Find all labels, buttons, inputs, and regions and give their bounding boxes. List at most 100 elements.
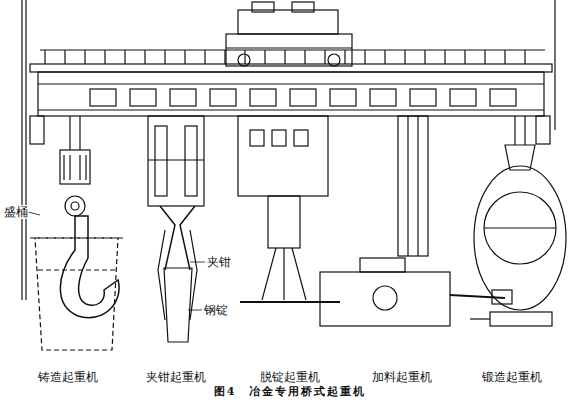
railing-post xyxy=(324,50,325,64)
crane-name: 脱锭起重机 xyxy=(259,370,321,384)
railing-post xyxy=(244,50,245,64)
forging-crane-part xyxy=(514,116,515,145)
bridge-girder-part xyxy=(38,72,544,116)
building-wall-part xyxy=(25,0,26,300)
railing-post xyxy=(504,50,505,64)
bridge-girder-part xyxy=(40,49,545,50)
casting-crane-part xyxy=(30,237,124,238)
forging-crane xyxy=(470,116,566,326)
stripper-crane-part xyxy=(250,130,264,146)
stripper-crane-part xyxy=(268,196,300,248)
crane-trolley-part xyxy=(252,2,274,12)
bridge-girder-part xyxy=(30,116,44,144)
railing-post xyxy=(84,50,85,64)
tong-crane xyxy=(148,116,205,342)
casting-crane-part xyxy=(85,155,86,180)
railing-post xyxy=(144,50,145,64)
crane-trolley-part xyxy=(328,54,340,66)
casting-crane-part xyxy=(69,116,70,150)
railing-post xyxy=(404,50,405,64)
bridge-girder xyxy=(30,50,552,144)
figure-caption: 图4 冶金专用桥式起重机 xyxy=(213,385,368,398)
part-label: 盛桶 xyxy=(3,205,29,219)
charging-crane-part xyxy=(398,116,428,256)
tong-crane-part xyxy=(148,116,204,206)
girder-window xyxy=(130,89,156,106)
bridge-girder-part xyxy=(536,116,550,144)
girder-window xyxy=(210,89,236,106)
casting-crane-part xyxy=(28,212,40,215)
casting-crane-part xyxy=(60,150,90,184)
girder-window xyxy=(410,89,436,106)
girder-window xyxy=(330,89,356,106)
tong-crane-part xyxy=(188,310,202,311)
charging-crane-part xyxy=(373,286,397,310)
casting-crane-part xyxy=(79,116,80,150)
stripper-crane-part xyxy=(262,248,276,300)
charging-crane-part xyxy=(417,116,418,256)
tong-crane-part xyxy=(190,262,205,263)
forging-crane-part xyxy=(474,166,566,310)
bridge-girder-part xyxy=(38,109,544,110)
girder-window xyxy=(90,89,116,106)
tong-crane-part xyxy=(155,126,167,196)
girder-window xyxy=(370,89,396,106)
railing-post xyxy=(164,50,165,64)
casting-crane-part xyxy=(60,216,119,318)
girder-window xyxy=(450,89,476,106)
railing-post xyxy=(124,50,125,64)
stripper-crane xyxy=(238,116,340,302)
girder-window xyxy=(490,89,516,106)
crane-name: 铸造起重机 xyxy=(37,370,99,384)
forging-crane-part xyxy=(484,227,556,228)
railing-post xyxy=(104,50,105,64)
railing-post xyxy=(524,50,525,64)
casting-crane-part xyxy=(63,155,64,180)
railing-post xyxy=(424,50,425,64)
girder-window xyxy=(290,89,316,106)
bridge-girder-part xyxy=(30,64,552,72)
crane-trolley-part xyxy=(238,54,250,66)
forging-crane-part xyxy=(484,192,556,264)
charging-crane-part xyxy=(492,290,512,304)
forging-crane-part xyxy=(490,312,552,326)
crane-name: 锻造起重机 xyxy=(481,370,543,384)
charging-crane-part xyxy=(320,272,450,326)
railing-post xyxy=(184,50,185,64)
charging-crane-part xyxy=(360,258,405,272)
building-wall-part xyxy=(554,0,555,130)
railing-post xyxy=(444,50,445,64)
charging-crane-part xyxy=(450,295,505,298)
stripper-crane-part xyxy=(272,130,286,146)
girder-window xyxy=(250,89,276,106)
charging-crane xyxy=(320,116,512,326)
casting-crane-part xyxy=(71,202,79,210)
part-label: 钢锭 xyxy=(203,303,229,317)
stripper-crane-part xyxy=(240,301,340,303)
part-label: 夹钳 xyxy=(206,255,232,269)
crane-trolley-part xyxy=(226,47,352,48)
railing-post xyxy=(344,50,345,64)
forging-crane-part xyxy=(470,318,490,319)
crane-trolley-part xyxy=(292,2,314,12)
tong-crane-part xyxy=(185,126,197,196)
casting-crane xyxy=(28,116,124,350)
tong-crane-part xyxy=(160,206,195,270)
railing-post xyxy=(464,50,465,64)
railing-post xyxy=(204,50,205,64)
forging-crane-part xyxy=(524,116,525,145)
casting-crane-part xyxy=(79,155,80,180)
railing-post xyxy=(264,50,265,64)
casting-crane-part xyxy=(38,269,115,270)
casting-crane-part xyxy=(69,155,70,180)
charging-crane-part xyxy=(407,116,408,256)
railing-post xyxy=(284,50,285,64)
casting-crane-part xyxy=(35,238,118,350)
crane-trolley-part xyxy=(238,10,338,34)
crane-name: 夹钳起重机 xyxy=(145,370,207,384)
crane-trolley xyxy=(226,2,352,66)
bridge-girder-part xyxy=(38,83,544,84)
railing-post xyxy=(304,50,305,64)
railing-post xyxy=(44,50,45,64)
